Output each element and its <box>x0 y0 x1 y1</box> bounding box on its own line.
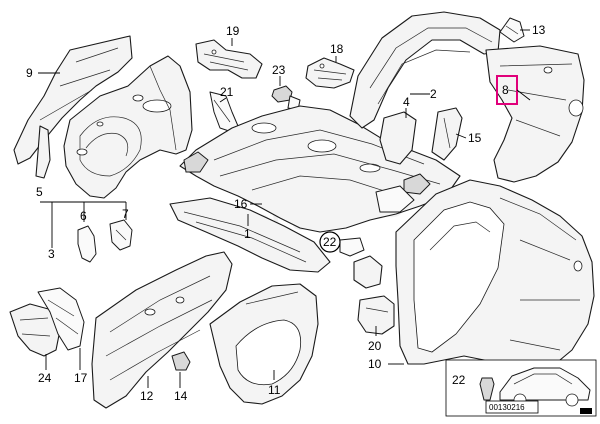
callout-20: 20 <box>368 339 382 353</box>
corner-mark <box>580 408 592 414</box>
callout-13: 13 <box>532 23 546 37</box>
callout-10: 10 <box>368 357 382 371</box>
callout-11: 11 <box>268 383 281 397</box>
part-23-fitting <box>271 85 301 111</box>
part-bracket-near-22 <box>339 237 383 289</box>
callout-3: 3 <box>48 247 55 261</box>
leader-lines <box>38 29 530 388</box>
part-24-liner <box>9 303 61 357</box>
callout-5: 5 <box>36 185 43 199</box>
part-11-panel <box>209 283 319 405</box>
callout-1: 1 <box>244 227 251 241</box>
part-19-bracket <box>195 39 263 79</box>
part-17-liner <box>37 287 85 351</box>
part-15-panel <box>431 107 463 161</box>
part-2-wheelhouse <box>349 11 501 129</box>
left-wheelhouse-assembly <box>63 55 193 199</box>
callout-15: 15 <box>468 131 482 145</box>
part-16-crossmember <box>169 197 331 273</box>
callout-6: 6 <box>80 209 87 223</box>
callout-12: 12 <box>140 389 154 403</box>
part-18-bracket <box>305 57 355 89</box>
part-8-quarter-panel <box>485 45 585 183</box>
part-5-inner-wheelarch <box>35 125 51 179</box>
part-12-wheelhouse-panel <box>91 251 233 409</box>
callout-22-inset: 22 <box>452 373 466 387</box>
callout-16: 16 <box>234 197 248 211</box>
callout-9: 9 <box>26 66 33 80</box>
callout-22-circle <box>319 231 341 253</box>
callout-21: 21 <box>220 85 234 99</box>
callout-22: 22 <box>323 235 337 249</box>
reference-code-box <box>485 400 539 414</box>
callouts: 9 19 18 23 21 2 4 13 15 16 1 5 6 7 3 10 … <box>26 23 546 403</box>
callout-18: 18 <box>330 42 344 56</box>
part-10-side-panel <box>395 179 595 379</box>
callout-23: 23 <box>272 63 286 77</box>
callout-14: 14 <box>174 389 188 403</box>
part-6-clip <box>77 225 97 263</box>
part-13-bracket <box>499 17 525 43</box>
callout-4: 4 <box>403 95 410 109</box>
callout-8: 8 <box>502 83 509 97</box>
callout-24: 24 <box>38 371 52 385</box>
callout-2: 2 <box>430 87 437 101</box>
callout-17: 17 <box>74 371 88 385</box>
callout-7: 7 <box>122 207 129 221</box>
part-1-floor-assembly <box>179 105 461 233</box>
reference-inset <box>445 359 597 417</box>
part-20-bracket <box>357 295 395 335</box>
reference-code: 00130216 <box>489 403 525 412</box>
part-14-fitting <box>171 351 191 371</box>
callout-19: 19 <box>226 24 240 38</box>
part-7-clip <box>109 219 133 251</box>
